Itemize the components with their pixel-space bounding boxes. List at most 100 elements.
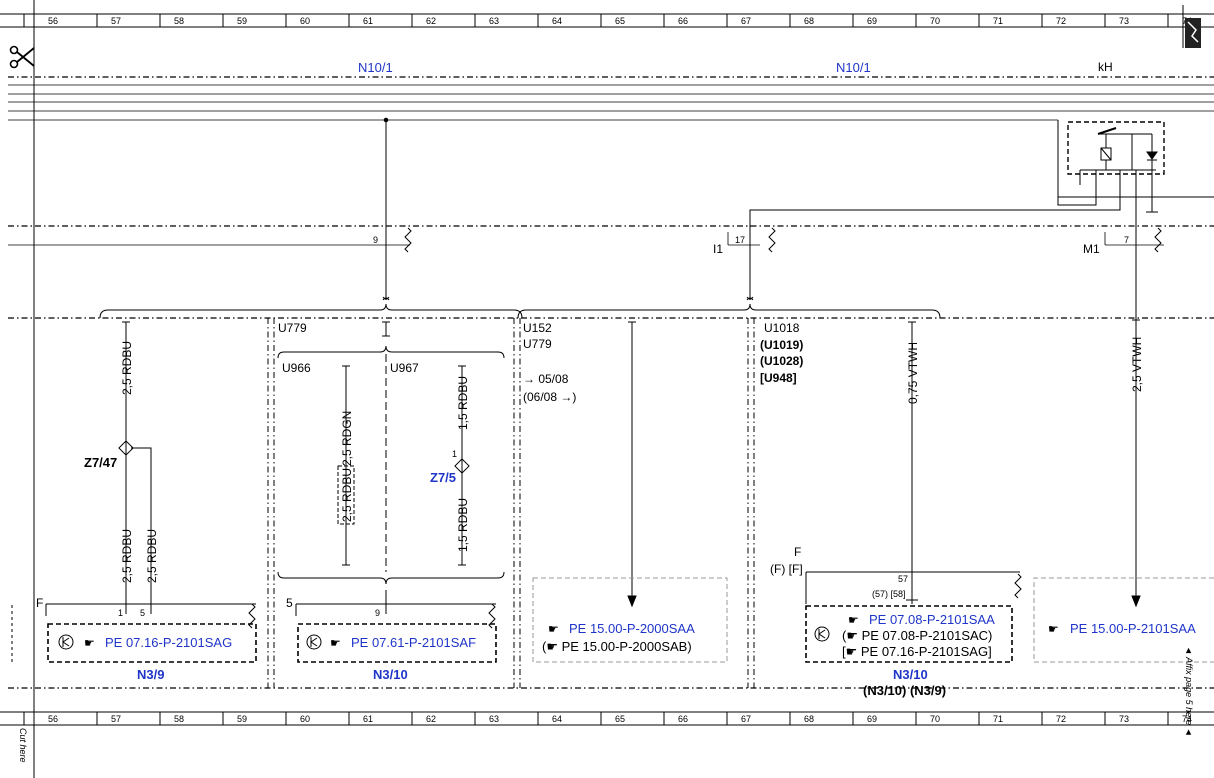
pin-m1: M1 <box>1083 242 1100 256</box>
ruler-number: 59 <box>237 714 247 724</box>
ref-2101saa[interactable]: PE 07.08-P-2101SAA <box>869 612 995 627</box>
pin-57b: (57) [58] <box>872 589 906 599</box>
code-u966: U966 <box>282 361 311 375</box>
hand-icon-5: ☛ <box>1048 622 1059 636</box>
affix-label: ◄ Affix page 5 here ◄ <box>1184 646 1194 737</box>
n10-left-label: N10/1 <box>358 60 393 75</box>
ref-2000sab[interactable]: (☛ PE 15.00-P-2000SAB) <box>542 639 692 654</box>
ref-2101sag[interactable]: PE 07.16-P-2101SAG <box>105 635 232 650</box>
ruler-number: 68 <box>804 714 814 724</box>
from-0508: → 05/08 <box>523 372 569 386</box>
hand-icon-1: ☛ <box>84 636 95 650</box>
section-right-wires <box>1033 319 1214 663</box>
pin-17: 17 <box>735 235 745 245</box>
ruler-number: 63 <box>489 16 499 26</box>
wire-rdbu-2: 2,5 RDBU <box>120 529 134 583</box>
page-corner-icon <box>1182 5 1201 48</box>
braces <box>99 303 941 319</box>
pin-5: 5 <box>140 608 145 618</box>
splice-z75-pin: 1 <box>452 449 457 459</box>
pin-7: 7 <box>1124 235 1129 245</box>
wire-15rdbu-1: 1,5 RDBU <box>456 376 470 430</box>
wire-15rdbu-2: 1,5 RDBU <box>456 498 470 552</box>
n10-right-label: N10/1 <box>836 60 871 75</box>
ref-2000saa[interactable]: PE 15.00-P-2000SAA <box>569 621 695 636</box>
f-right2: (F) [F] <box>770 562 803 576</box>
ruler-number: 58 <box>174 714 184 724</box>
splice-z75: Z7/5 <box>430 470 456 485</box>
ruler-number: 60 <box>300 714 310 724</box>
wire-vtwh-25: 2,5 VTWH <box>1130 337 1144 392</box>
n310-label-b: N3/10 <box>893 667 928 682</box>
pin-5-mid: 5 <box>286 596 293 610</box>
pin-57: 57 <box>898 574 908 584</box>
section-pe1500-wires <box>532 321 728 663</box>
ruler-number: 67 <box>741 16 751 26</box>
section-n310b-wires <box>805 321 1022 663</box>
hand-icon-2: ☛ <box>330 636 341 650</box>
ref-2101sag2[interactable]: [☛ PE 07.16-P-2101SAG] <box>842 644 992 659</box>
ruler-number: 61 <box>363 714 373 724</box>
wire-vtwh-075: 0,75 VTWH <box>906 342 920 404</box>
code-u967: U967 <box>390 361 419 375</box>
ruler-number: 74 <box>1182 714 1192 724</box>
wire-rdbu-box: 2,5 RDBU <box>340 468 354 522</box>
ruler-number: 66 <box>678 16 688 26</box>
ruler-number: 65 <box>615 16 625 26</box>
section-n310-wires <box>277 321 505 663</box>
kh-label: kH <box>1098 60 1113 74</box>
ruler-number: 60 <box>300 16 310 26</box>
code-u779-b: U779 <box>523 337 552 351</box>
ruler-number: 64 <box>552 714 562 724</box>
ruler-number: 72 <box>1056 16 1066 26</box>
ref-2101sac[interactable]: (☛ PE 07.08-P-2101SAC) <box>842 628 992 643</box>
scissors-icon <box>9 45 35 69</box>
code-u152: U152 <box>523 321 552 335</box>
ruler-number: 56 <box>48 714 58 724</box>
code-u1018: U1018 <box>764 321 800 335</box>
ruler-number: 64 <box>552 16 562 26</box>
code-u779-a: U779 <box>278 321 307 335</box>
hand-icon-4: ☛ <box>848 613 859 627</box>
ruler-number: 58 <box>174 16 184 26</box>
ref-2101saf[interactable]: PE 07.61-P-2101SAF <box>351 635 476 650</box>
wire-rdgn: 2,5 RDGN <box>340 411 354 466</box>
section-n39-wires <box>11 321 257 665</box>
n310-n39-label: (N3/10) (N3/9) <box>863 683 946 698</box>
ruler-number: 67 <box>741 714 751 724</box>
busbars <box>8 84 1214 121</box>
ruler-number: 66 <box>678 714 688 724</box>
ruler-number: 70 <box>930 16 940 26</box>
ruler-number: 73 <box>1119 714 1129 724</box>
ruler-number: 56 <box>48 16 58 26</box>
pin-i1: I1 <box>713 242 723 256</box>
relay-kh <box>749 120 1214 230</box>
ruler-number: 57 <box>111 714 121 724</box>
wire-rdbu-3: 2,5 RDBU <box>145 529 159 583</box>
ruler-number: 73 <box>1119 16 1129 26</box>
ruler-number: 62 <box>426 16 436 26</box>
ruler-number: 61 <box>363 16 373 26</box>
wire-rdbu-1: 2,5 RDBU <box>120 341 134 395</box>
ruler-number: 57 <box>111 16 121 26</box>
ruler-number: 63 <box>489 714 499 724</box>
code-u948: [U948] <box>760 371 797 385</box>
ref-2101saa-r[interactable]: PE 15.00-P-2101SAA <box>1070 621 1196 636</box>
section-dividers <box>267 318 755 688</box>
ruler-number: 72 <box>1056 714 1066 724</box>
main-wires <box>382 117 1137 320</box>
cut-here-label: Cut here <box>18 728 28 763</box>
ruler-number: 70 <box>930 714 940 724</box>
ruler-number: 65 <box>615 714 625 724</box>
hand-icon-3: ☛ <box>548 622 559 636</box>
ruler-number: 69 <box>867 714 877 724</box>
n39-label: N3/9 <box>137 667 164 682</box>
ruler-number: 71 <box>993 16 1003 26</box>
ruler-number: 69 <box>867 16 877 26</box>
connector-pins <box>8 227 1164 253</box>
f-left: F <box>36 596 43 610</box>
ruler-number: 68 <box>804 16 814 26</box>
